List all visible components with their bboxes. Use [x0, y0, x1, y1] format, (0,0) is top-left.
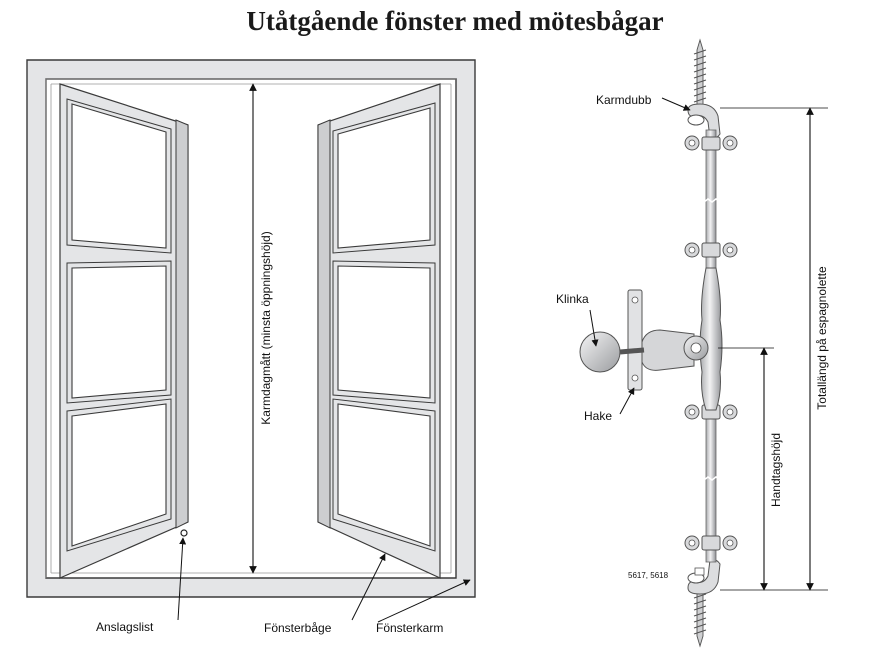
article-numbers-label: 5617, 5618 [628, 571, 669, 580]
sash-label: Fönsterbåge [264, 621, 332, 635]
right-pane-middle [337, 265, 431, 399]
hook-leader [619, 387, 635, 415]
top-screw [693, 38, 707, 109]
total-length-label: Totallängd på espagnolette [815, 266, 829, 410]
hook-plate [627, 289, 643, 391]
window-illustration: Karmdagmått (minsta öppningshöjd) Anslag… [26, 59, 476, 635]
frame-pin-label: Karmdubb [596, 93, 652, 107]
sash-leader [351, 553, 386, 621]
latch-leader [589, 309, 599, 347]
stop-strip-leader [177, 537, 187, 621]
bottom-hook [687, 559, 721, 595]
handle-height-label: Handtagshöjd [769, 433, 783, 507]
left-pane-bottom [71, 403, 167, 547]
frame-leader [377, 579, 471, 623]
opening-height-label: Karmdagmått (minsta öppningshöjd) [259, 231, 273, 424]
left-pane-middle [71, 265, 167, 399]
right-pane-bottom [337, 403, 431, 547]
frame-label: Fönsterkarm [376, 621, 443, 635]
frame-pin-leader [661, 97, 691, 111]
left-pane-top [71, 103, 167, 249]
espagnolette-illustration: Karmdubb Klinka Hake 5617, 5618 Handtags… [556, 38, 829, 648]
page-title: Utåtgående fönster med mötesbågar [246, 6, 663, 36]
handle-body [699, 267, 723, 411]
stop-strip-label: Anslagslist [96, 620, 154, 634]
hook-label: Hake [584, 409, 612, 423]
stop-strip-dot [180, 529, 188, 537]
right-sash [317, 83, 441, 579]
latch-label: Klinka [556, 292, 589, 306]
latch-knob [579, 331, 621, 373]
left-sash [59, 83, 189, 579]
right-pane-top [337, 107, 431, 249]
bottom-screw [693, 591, 707, 648]
